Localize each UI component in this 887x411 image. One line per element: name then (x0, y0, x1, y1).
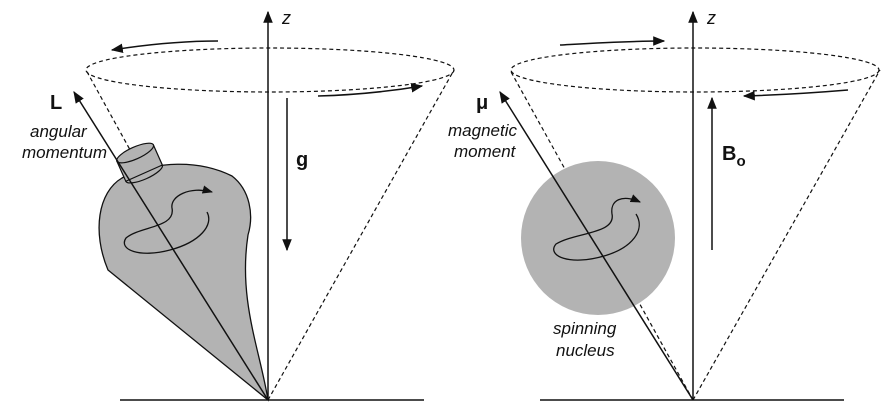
right-cone-edge-right (692, 69, 881, 401)
left-precession-ellipse (85, 47, 455, 93)
right-precession-arrow-bottom (742, 89, 849, 101)
left-z-axis-label: z (281, 8, 291, 28)
magnetic-moment-symbol: μ (476, 92, 488, 114)
left-cone-edge-right (267, 69, 455, 401)
angular-momentum-vector (73, 90, 269, 401)
magnetic-moment-caption-line2: moment (454, 142, 517, 161)
right-z-axis-label: z (706, 8, 716, 28)
spinning-top-body (98, 163, 269, 402)
right-spin-arrow (553, 194, 641, 261)
magnetic-field-label-main: B (722, 143, 736, 165)
magnetic-field-label: Bo (722, 143, 746, 170)
right-precession-ellipse (510, 47, 880, 93)
magnetic-moment-vector (499, 90, 694, 401)
angular-momentum-caption-line2: momentum (22, 143, 107, 162)
spinning-nucleus-sphere (521, 161, 675, 315)
magnetic-field-label-subscript: o (736, 153, 745, 170)
spinning-nucleus-caption-line2: nucleus (556, 341, 615, 360)
angular-momentum-caption-line1: angular (30, 122, 88, 141)
angular-momentum-symbol: L (50, 92, 62, 114)
left-panel: z L angular momentum g (22, 8, 455, 402)
left-precession-arrow-top (110, 40, 219, 54)
left-spin-arrow (123, 185, 214, 254)
spinning-nucleus-caption-line1: spinning (553, 319, 617, 338)
magnetic-moment-caption-line1: magnetic (448, 121, 517, 140)
right-precession-arrow-top (559, 36, 666, 46)
spinning-top-cap (116, 142, 164, 184)
left-precession-arrow-bottom (317, 83, 424, 97)
gravity-label: g (296, 149, 308, 171)
right-panel: z μ magnetic moment Bo spinning nucleus (448, 8, 881, 401)
